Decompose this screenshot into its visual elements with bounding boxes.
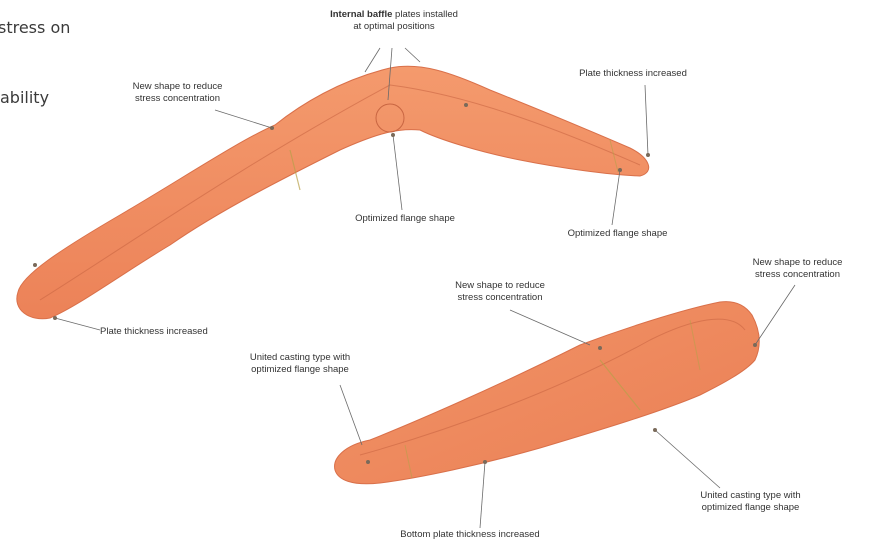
marker-dot bbox=[33, 263, 37, 267]
marker-dot bbox=[464, 103, 468, 107]
marker-dot bbox=[598, 346, 602, 350]
label-new-shape-lower-center-line2: stress concentration bbox=[457, 292, 542, 303]
label-united-casting-right: United casting type with optimized flang… bbox=[668, 490, 833, 514]
label-new-shape-lower-right-line1: New shape to reduce bbox=[753, 257, 843, 268]
marker-dot bbox=[391, 133, 395, 137]
label-united-casting-right-line1: United casting type with bbox=[700, 490, 800, 501]
marker-dot bbox=[618, 168, 622, 172]
marker-dot bbox=[270, 126, 274, 130]
lower-part-body bbox=[335, 302, 760, 484]
label-flange-right-text: Optimized flange shape bbox=[568, 228, 668, 239]
marker-dot bbox=[53, 316, 57, 320]
leader-flange-center bbox=[393, 135, 402, 210]
label-plate-thickness-right-text: Plate thickness increased bbox=[579, 68, 687, 79]
label-new-shape-lower-center: New shape to reduce stress concentration bbox=[430, 280, 570, 304]
leader-new-shape-lower-right bbox=[755, 285, 795, 345]
leader-flange-right bbox=[612, 170, 620, 225]
marker-dot bbox=[483, 460, 487, 464]
leader-plate-thickness-left bbox=[55, 318, 100, 330]
label-flange-right: Optimized flange shape bbox=[540, 228, 695, 240]
leader-united-right bbox=[655, 430, 720, 488]
label-new-shape-upper-line1: New shape to reduce bbox=[133, 81, 223, 92]
label-bottom-plate-text: Bottom plate thickness increased bbox=[400, 529, 539, 540]
label-new-shape-lower-center-line1: New shape to reduce bbox=[455, 280, 545, 291]
label-new-shape-upper: New shape to reduce stress concentration bbox=[110, 81, 245, 105]
label-plate-thickness-left-text: Plate thickness increased bbox=[100, 326, 208, 337]
label-flange-center: Optimized flange shape bbox=[330, 213, 480, 225]
intro-text-line1: stress on bbox=[0, 18, 70, 37]
label-internal-baffle-bold: Internal baffle bbox=[330, 9, 392, 20]
marker-dot bbox=[653, 428, 657, 432]
leader-plate-thickness-right bbox=[645, 85, 648, 155]
label-new-shape-upper-line2: stress concentration bbox=[135, 93, 220, 104]
label-new-shape-lower-right-line2: stress concentration bbox=[755, 269, 840, 280]
marker-dot bbox=[646, 153, 650, 157]
label-plate-thickness-left: Plate thickness increased bbox=[100, 326, 270, 338]
marker-dot bbox=[366, 460, 370, 464]
intro-text-line2: ability bbox=[0, 88, 49, 107]
marker-dot bbox=[753, 343, 757, 347]
label-bottom-plate: Bottom plate thickness increased bbox=[365, 529, 575, 541]
label-united-casting-left-line2: optimized flange shape bbox=[251, 364, 349, 375]
label-united-casting-left: United casting type with optimized flang… bbox=[215, 352, 385, 376]
label-united-casting-right-line2: optimized flange shape bbox=[702, 502, 800, 513]
label-internal-baffle: Internal baffle plates installed at opti… bbox=[305, 9, 483, 33]
leader-united-left bbox=[340, 385, 362, 445]
label-new-shape-lower-right: New shape to reduce stress concentration bbox=[730, 257, 865, 281]
label-united-casting-left-line1: United casting type with bbox=[250, 352, 350, 363]
leader-new-shape-lower-center bbox=[510, 310, 590, 345]
label-internal-baffle-line2: at optimal positions bbox=[353, 21, 434, 32]
label-plate-thickness-right: Plate thickness increased bbox=[548, 68, 718, 80]
leader-bottom-plate bbox=[480, 462, 485, 528]
lower-part bbox=[335, 302, 760, 484]
leader-baffle-left bbox=[365, 48, 380, 72]
leader-new-shape-upper bbox=[215, 110, 272, 128]
leader-baffle-right bbox=[405, 48, 420, 62]
label-flange-center-text: Optimized flange shape bbox=[355, 213, 455, 224]
label-internal-baffle-rest: plates installed bbox=[392, 9, 457, 20]
